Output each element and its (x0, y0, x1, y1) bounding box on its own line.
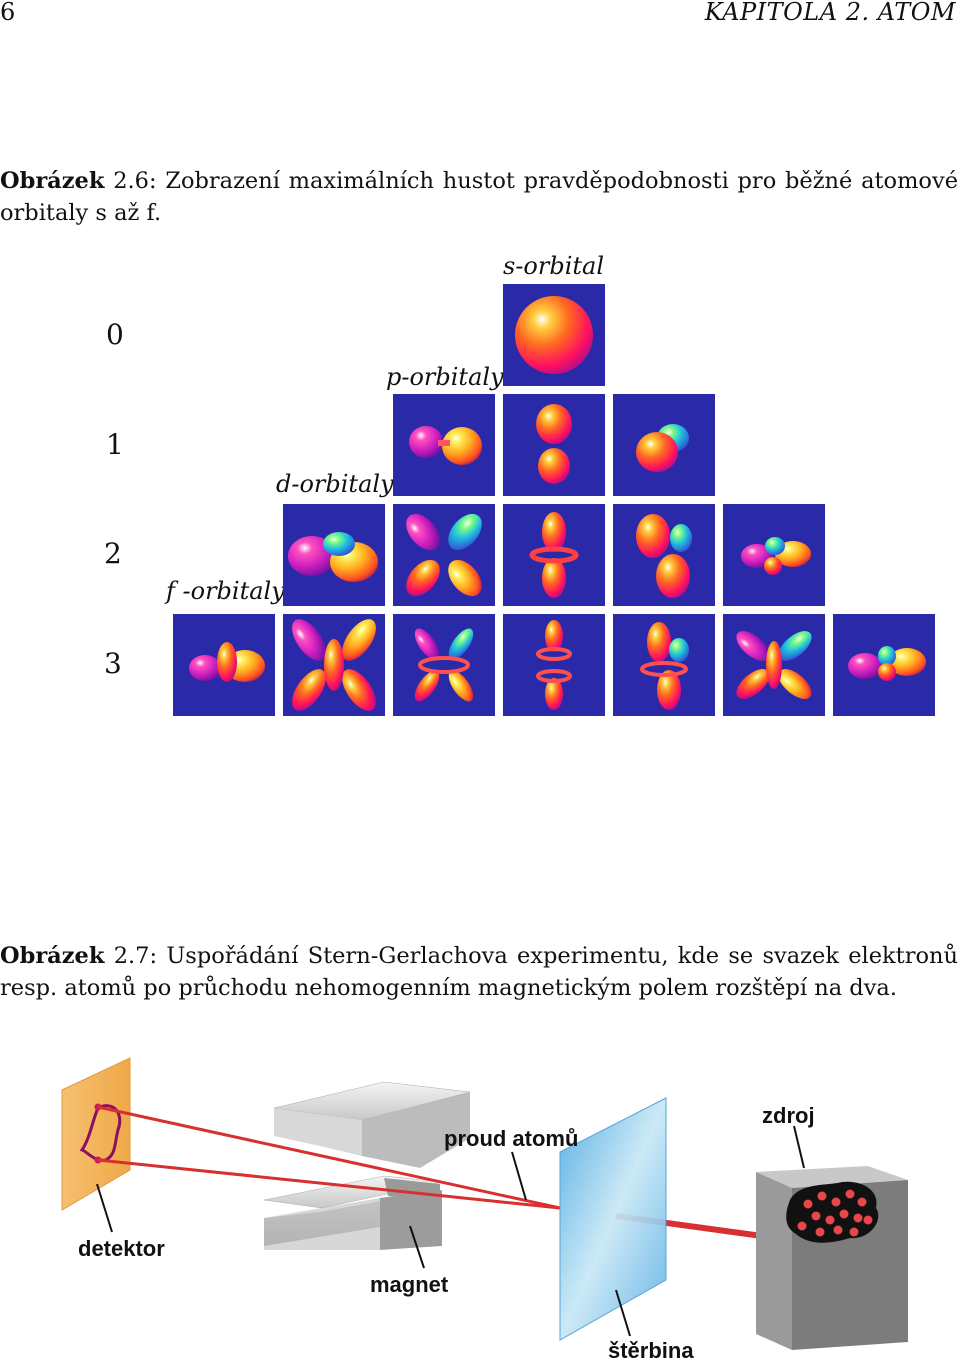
orbital-tile-s (503, 284, 605, 386)
label-beam: proud atomů (444, 1126, 579, 1151)
source-opening (786, 1181, 879, 1243)
orbital-tile-d4 (613, 504, 715, 606)
orbital-tile-p3 (613, 394, 715, 496)
orbital-tile-d2 (393, 504, 495, 606)
label-slit: štěrbina (608, 1338, 694, 1363)
beam-lower (97, 1158, 561, 1210)
orbital-tile-f5 (613, 614, 715, 716)
orbital-tile-f7 (833, 614, 935, 716)
figure-caption-2-7: Obrázek 2.7: Uspořádání Stern-Gerlachova… (0, 940, 958, 1004)
orbital-tile-d1 (283, 504, 385, 606)
orbital-tile-f3 (393, 614, 495, 716)
orbital-tile-d5 (723, 504, 825, 606)
orbital-tile-f4 (503, 614, 605, 716)
caption-label: Obrázek (0, 943, 105, 969)
row-label-3: 3 (104, 647, 122, 680)
row-label-0: 0 (106, 318, 124, 351)
orbital-tile-f2 (283, 614, 385, 716)
label-source: zdroj (762, 1103, 815, 1128)
label-d-orbitals: d-orbitaly (276, 470, 394, 498)
label-s-orbital: s-orbital (503, 252, 605, 280)
caption-number: 2.7: (113, 943, 158, 969)
caption-text: Zobrazení maximálních hustot pravděpodob… (0, 168, 959, 226)
caption-text: Uspořádání Stern-Gerlachova experimentu,… (0, 943, 959, 1001)
source-box (756, 1166, 908, 1188)
orbital-tile-f6 (723, 614, 825, 716)
page-number: 6 (0, 0, 16, 26)
label-f-orbitals: f -orbitaly (166, 577, 285, 605)
caption-number: 2.6: (113, 168, 157, 194)
label-detector: detektor (78, 1236, 165, 1261)
orbital-tile-p2 (503, 394, 605, 496)
orbital-tile-f1 (173, 614, 275, 716)
row-label-2: 2 (104, 537, 122, 570)
label-magnet: magnet (370, 1272, 449, 1297)
slit-plate (559, 1097, 667, 1341)
stern-gerlach-diagram: detektor magnet proud atomů štěrbina zdr… (50, 1050, 920, 1363)
detector-plate (61, 1057, 131, 1211)
row-label-1: 1 (106, 428, 124, 461)
label-p-orbitals: p-orbitaly (386, 363, 504, 391)
running-header: KAPITOLA 2. ATOM (704, 0, 956, 26)
orbital-tile-p1 (393, 394, 495, 496)
figure-caption-2-6: Obrázek 2.6: Zobrazení maximálních husto… (0, 165, 958, 229)
caption-label: Obrázek (0, 168, 105, 194)
orbital-tile-d3 (503, 504, 605, 606)
beam-upper (97, 1105, 561, 1210)
